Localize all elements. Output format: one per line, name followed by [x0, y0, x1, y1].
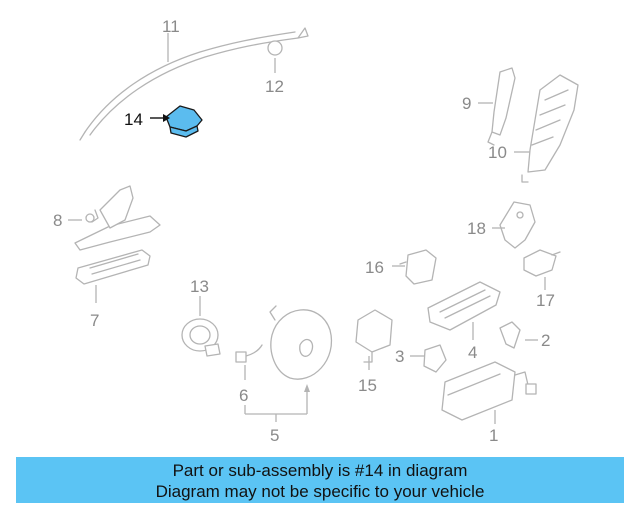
callout-17: 17	[536, 291, 555, 310]
part-15-sensor[interactable]: 15	[355, 309, 393, 395]
callout-3: 3	[395, 347, 404, 366]
banner-line-1: Part or sub-assembly is #14 in diagram	[172, 461, 468, 480]
callout-10: 10	[488, 143, 507, 162]
part-12-clip[interactable]: 12	[265, 40, 284, 96]
callout-1: 1	[489, 426, 498, 445]
callout-6: 6	[239, 386, 248, 405]
part-6-driver-airbag[interactable]: 6	[235, 305, 333, 405]
part-3-bracket[interactable]: 3	[395, 344, 447, 373]
part-4-passenger-airbag[interactable]: 4	[427, 281, 501, 362]
part-11-curtain-airbag[interactable]: 11	[79, 17, 309, 141]
part-2-clip[interactable]: 2	[499, 321, 550, 350]
banner-line-2: Diagram may not be specific to your vehi…	[155, 482, 485, 501]
part-14-sensor-module[interactable]: 14	[124, 105, 203, 138]
part-5-airbag-assembly[interactable]: 5	[244, 384, 310, 445]
part-7-rail[interactable]: 7	[75, 249, 151, 330]
callout-15: 15	[358, 376, 377, 395]
callout-7: 7	[90, 311, 99, 330]
callout-4: 4	[468, 343, 477, 362]
callout-13: 13	[190, 277, 209, 296]
callout-11: 11	[162, 17, 180, 36]
part-17-sensor[interactable]: 17	[523, 249, 561, 310]
callout-8: 8	[53, 211, 62, 230]
info-banner: Part or sub-assembly is #14 in diagram D…	[16, 457, 624, 503]
callout-12: 12	[265, 77, 284, 96]
callout-5: 5	[270, 426, 279, 445]
part-9-pillar-trim[interactable]: 9	[462, 67, 516, 146]
part-8-bracket[interactable]: 8	[53, 185, 161, 251]
part-1-knee-airbag[interactable]: 1	[441, 361, 537, 445]
callout-2: 2	[541, 331, 550, 350]
part-10-side-airbag[interactable]: 10	[488, 74, 579, 183]
part-13-clock-spring[interactable]: 13	[181, 277, 221, 357]
part-16-sensor[interactable]: 16	[365, 249, 437, 285]
callout-9: 9	[462, 94, 471, 113]
callout-18: 18	[467, 219, 486, 238]
callout-14: 14	[124, 110, 143, 129]
part-18-bracket[interactable]: 18	[467, 201, 536, 249]
callout-16: 16	[365, 258, 384, 277]
